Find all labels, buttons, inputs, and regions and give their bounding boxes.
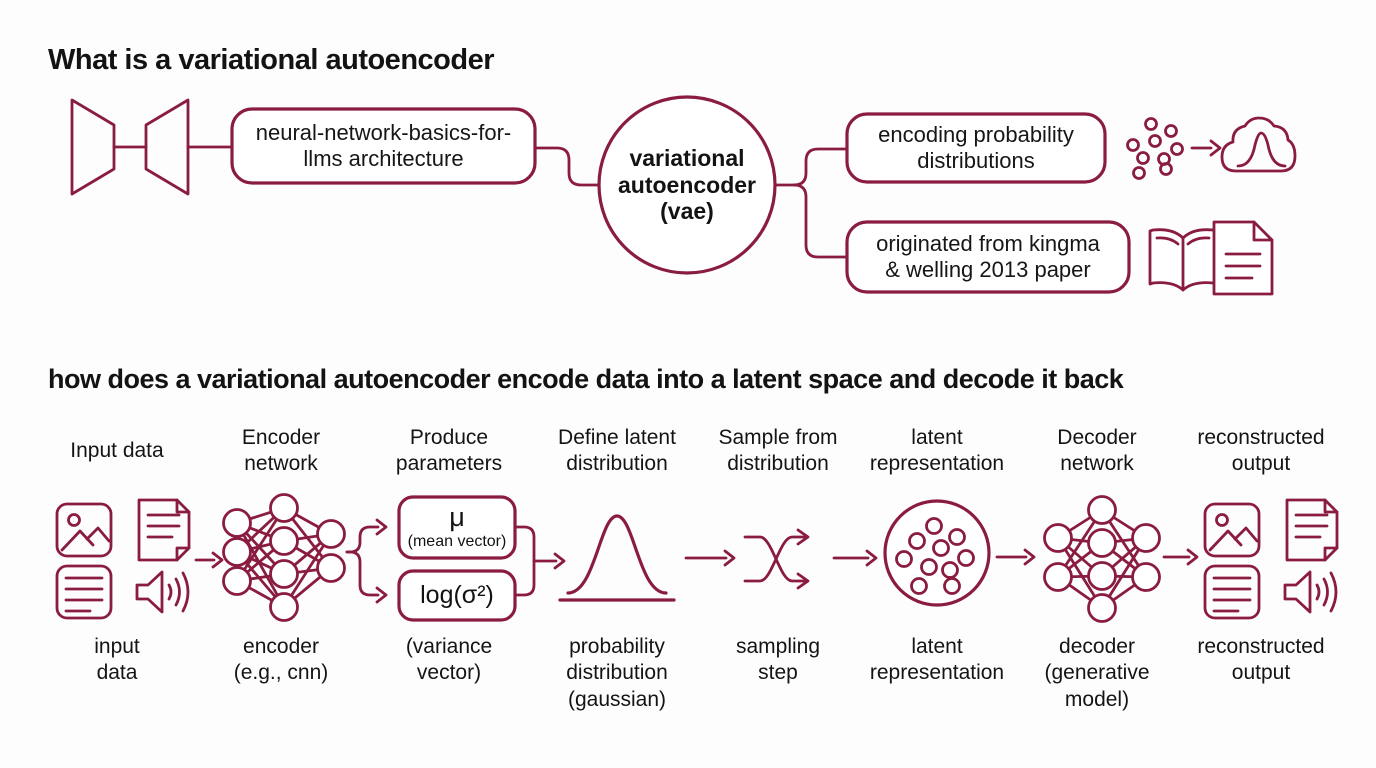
text-icon bbox=[55, 564, 113, 620]
decoder-nodes bbox=[1043, 495, 1161, 623]
log-variance-text: log(σ²) bbox=[420, 581, 494, 609]
vae-node-label: variational autoencoder (vae) bbox=[617, 145, 757, 225]
step-header-parameters: Produce parameters bbox=[395, 425, 503, 475]
arrow-dots-to-cloud-icon bbox=[1190, 139, 1222, 157]
arrow-decoder-to-output bbox=[1162, 548, 1199, 566]
paper-document-icon bbox=[1212, 220, 1274, 296]
gaussian-curve-icon bbox=[558, 514, 676, 602]
decoder-network-icon bbox=[1043, 495, 1161, 623]
arrow-sampling-to-latent bbox=[832, 549, 878, 567]
arrow-input-to-encoder bbox=[194, 551, 224, 569]
fork-to-parameter-boxes bbox=[345, 518, 388, 604]
document-icon bbox=[137, 498, 191, 562]
cloud-distribution-icon bbox=[1220, 116, 1297, 173]
step-caption-distribution: probability distribution (gaussian) bbox=[566, 635, 668, 711]
branch-bottom-label: originated from kingma & welling 2013 pa… bbox=[876, 231, 1100, 282]
architecture-box-label: neural-network-basics-for- llms architec… bbox=[255, 120, 512, 171]
scatter-dots-icon bbox=[1126, 117, 1184, 180]
audio-icon bbox=[135, 570, 190, 614]
section-what-title: What is a variational autoencoder bbox=[48, 44, 495, 76]
input-media-icons bbox=[55, 498, 191, 620]
logvar-box-label: log(σ²) bbox=[399, 571, 515, 620]
branch-top-label: encoding probability distributions bbox=[878, 122, 1074, 173]
step-header-decoder: Decoder network bbox=[1057, 425, 1137, 475]
branch-bottom-box-shape bbox=[845, 220, 1131, 294]
step-header-distribution: Define latent distribution bbox=[558, 425, 676, 475]
latent-representation-icon bbox=[883, 499, 991, 607]
step-caption-sampling: sampling step bbox=[735, 635, 821, 685]
step-header-output: reconstructed output bbox=[1197, 425, 1325, 475]
step-caption-latent: latent representation bbox=[869, 635, 1005, 685]
connector-box-to-node bbox=[533, 146, 601, 187]
step-caption-decoder: decoder (generative model) bbox=[1044, 635, 1150, 711]
output-media-icons bbox=[1203, 498, 1339, 620]
autoencoder-bowtie-icon bbox=[70, 98, 234, 196]
open-book-icon bbox=[1148, 228, 1218, 292]
step-header-input: Input data bbox=[70, 438, 164, 462]
step-caption-encoder: encoder (e.g., cnn) bbox=[233, 635, 329, 685]
merge-connector bbox=[513, 525, 566, 597]
step-caption-variance: (variance vector) bbox=[405, 635, 493, 685]
branch-connectors bbox=[773, 147, 849, 259]
step-caption-input: input data bbox=[94, 635, 140, 685]
step-header-sampling: Sample from distribution bbox=[718, 425, 838, 475]
step-header-encoder: Encoder network bbox=[241, 425, 321, 475]
mean-box-label: μ (mean vector) bbox=[399, 497, 515, 558]
encoder-nodes bbox=[222, 493, 346, 622]
image-icon bbox=[55, 502, 113, 558]
mean-symbol: μ bbox=[449, 502, 465, 532]
mean-caption: (mean vector) bbox=[407, 533, 507, 550]
encoder-network-icon bbox=[222, 493, 346, 622]
architecture-box-shape bbox=[230, 107, 537, 185]
arrow-gaussian-to-sampling bbox=[684, 549, 736, 567]
section-how-title: how does a variational autoencoder encod… bbox=[48, 364, 1124, 394]
step-header-latent: latent representation bbox=[869, 425, 1005, 475]
shuffle-icon bbox=[743, 528, 810, 590]
step-caption-output: reconstructed output bbox=[1197, 635, 1325, 685]
branch-top-box-shape bbox=[845, 112, 1107, 184]
arrow-latent-to-decoder bbox=[995, 548, 1036, 566]
